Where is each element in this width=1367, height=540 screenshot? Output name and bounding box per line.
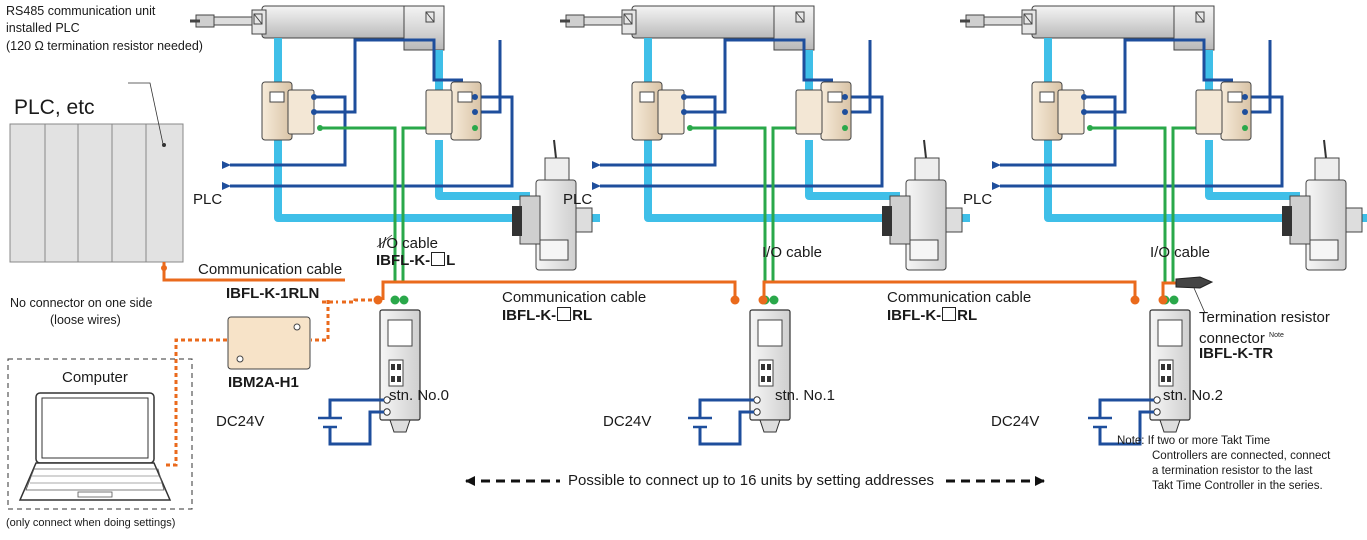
termination-resistor-connector [1175, 276, 1214, 314]
plc-arrow-label-2: PLC [963, 191, 993, 208]
termination-note: Note: If two or more Takt Time Controlle… [1117, 434, 1330, 494]
terminator-part: IBFL-K-TR [1199, 345, 1274, 362]
io-cable-label-1: I/O cable [762, 244, 823, 261]
converter-box [227, 316, 311, 370]
station-name-0: stn. No.0 [389, 387, 450, 404]
terminator-label-1: Termination resistor [1199, 309, 1330, 326]
laptop-icon [18, 392, 172, 501]
plc-header-line-1: RS485 communication unit [6, 4, 156, 18]
comm-cable-label-2: Communication cable [887, 289, 1032, 306]
plc-arrow-label-1: PLC [563, 191, 593, 208]
comm-cable-part-2: IBFL-K-RL [887, 307, 978, 324]
loose-wires-line-2: (loose wires) [50, 313, 121, 327]
comm-cable-part-1: IBFL-K-RL [502, 307, 593, 324]
loose-wires-line-1: No connector on one side [10, 296, 153, 310]
station-2-assembly [960, 6, 1367, 444]
station-name-1: stn. No.1 [775, 387, 836, 404]
note-line-3: a termination resistor to the last [1152, 465, 1313, 477]
converter-part: IBM2A-H1 [228, 374, 299, 391]
power-label-2: DC24V [991, 413, 1040, 430]
plc-header-line-2: installed PLC [6, 21, 80, 35]
station-name-2: stn. No.2 [1163, 387, 1224, 404]
plc-arrow-label-0: PLC [193, 191, 223, 208]
comm-cable-part-0: IBFL-K-1RLN [226, 285, 320, 302]
comm-cable-label-0: Communication cable [198, 261, 343, 278]
io-cable-label-2: I/O cable [1150, 244, 1211, 261]
note-line-4: Takt Time Controller in the series. [1152, 480, 1323, 492]
plc-label: PLC, etc [14, 96, 95, 119]
power-label-0: DC24V [216, 413, 265, 430]
address-caption: Possible to connect up to 16 units by se… [568, 472, 935, 489]
computer-label: Computer [62, 369, 128, 386]
computer-frame [7, 358, 193, 510]
station-1-assembly [560, 6, 970, 444]
io-cable-label-0: I/O cable [378, 235, 439, 252]
terminator-label-2: connector Note [1199, 330, 1284, 347]
comm-cable-label-1: Communication cable [502, 289, 647, 306]
power-label-1: DC24V [603, 413, 652, 430]
note-line-1: Note: If two or more Takt Time [1117, 435, 1271, 447]
io-cable-part-0: IBFL-K-L [376, 252, 456, 269]
note-line-2: Controllers are connected, connect [1152, 450, 1331, 462]
plc-header-line-3: (120 Ω termination resistor needed) [6, 39, 203, 53]
computer-note: (only connect when doing settings) [6, 517, 176, 529]
plc-rack [9, 123, 184, 263]
